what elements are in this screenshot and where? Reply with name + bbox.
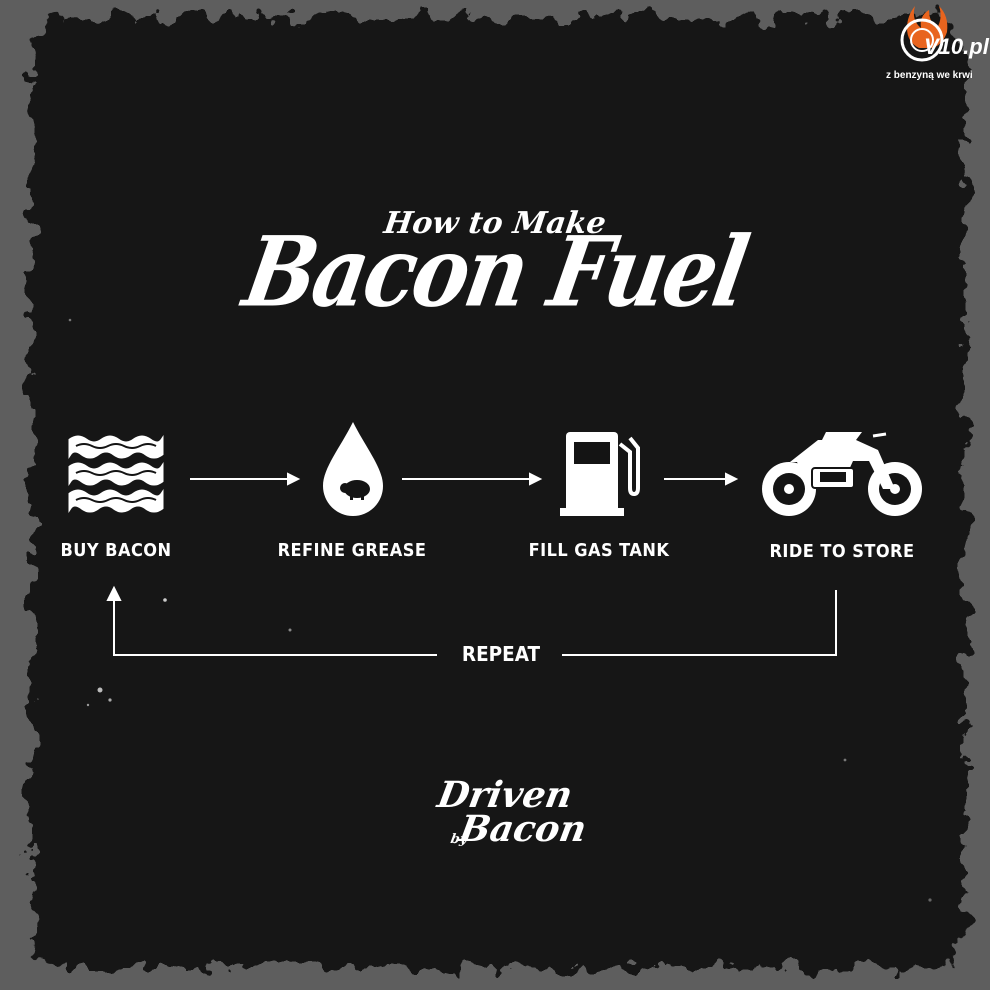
step-label-buy-bacon: BUY BACON: [60, 540, 172, 561]
step-label-fill-gas-tank: FILL GAS TANK: [528, 540, 670, 561]
arrow-3: [664, 472, 739, 486]
repeat-label: REPEAT: [461, 642, 541, 666]
gas-pump-icon: [560, 432, 640, 516]
repeat-loop-line: [106, 585, 837, 656]
arrow-1: [190, 472, 301, 486]
arrow-2: [402, 472, 543, 486]
step-label-refine-grease: REFINE GREASE: [277, 540, 427, 561]
footer-logo-bacon: Bacon: [456, 808, 590, 850]
title-line-2: Bacon Fuel: [236, 214, 754, 329]
motorcycle-icon: [762, 432, 922, 516]
watermark-name: V10.pl: [924, 34, 989, 59]
bacon-strips-icon: [68, 435, 164, 513]
step-label-ride-to-store: RIDE TO STORE: [769, 541, 915, 562]
watermark-badge-icon: [900, 6, 948, 62]
watermark-tagline: z benzyną we krwi: [886, 70, 973, 81]
footer-logo-driven: Driven: [434, 774, 576, 816]
grease-drop-icon: [323, 422, 383, 516]
